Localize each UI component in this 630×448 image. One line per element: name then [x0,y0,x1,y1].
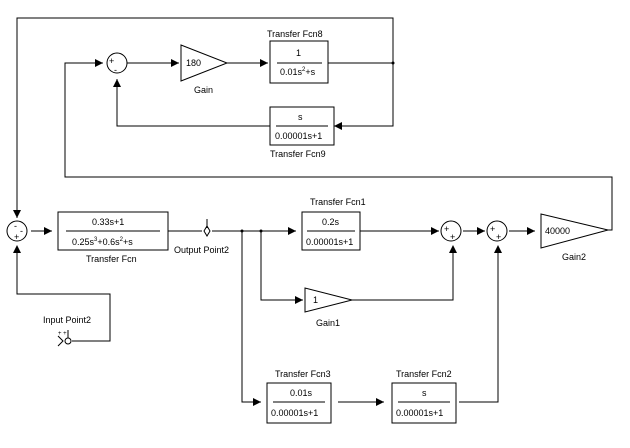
outer-feedback-line [64,62,613,231]
input-point[interactable]: Input Point2 + + [43,315,91,347]
sum-b-block[interactable]: + + [486,220,508,242]
block-text: - [14,221,17,231]
transfer-fcn-block[interactable]: 0.33s+1 0.25s3+0.6s2+s Transfer Fcn [57,211,169,264]
arrow-icon [295,296,303,304]
gain1-block[interactable]: 1 Gain1 [304,287,353,328]
block-text: + [490,224,495,234]
block-text: 1 [296,48,301,58]
arrow-icon [334,122,342,130]
block-text: 0.33s+1 [92,217,124,227]
transfer-fcn8-block[interactable]: Transfer Fcn8 1 0.01s2+s [267,29,329,84]
input-line [16,248,111,342]
top-feedback-line [16,17,394,218]
input-port-icon [64,337,72,345]
arrow-icon [477,227,485,235]
gain-block[interactable]: 180 Gain [180,44,229,95]
block-text: +s [123,237,133,247]
tf-label: Transfer Fcn [86,254,137,264]
tf1-label: Transfer Fcn1 [310,197,366,207]
block-text: + [444,224,449,234]
block-text: 3 [94,237,98,243]
block-text: 1 [313,295,318,305]
block-text: 0.00001s+1 [396,408,443,418]
output-port-icon [203,225,211,237]
block-text: 0.00001s+1 [275,131,322,141]
arrow-icon [113,79,121,87]
junction-dot [240,229,244,233]
svg-text:0.25s3+0.6s2+s: 0.25s3+0.6s2+s [72,237,133,247]
arrow-icon [13,245,21,253]
block-text: 180 [186,58,201,68]
gain1-output-line [352,248,454,301]
block-text: s [422,388,427,398]
arrow-icon [253,398,261,406]
block-text: 2 [120,237,124,243]
block-text: 0.2s [322,217,340,227]
tf2-output-line [459,248,499,403]
arrow-icon [44,227,52,235]
tf3-label: Transfer Fcn3 [275,369,331,379]
input-chevron-icon [57,335,64,347]
block-text: +0.6s [97,237,120,247]
transfer-fcn2-block[interactable]: Transfer Fcn2 s 0.00001s+1 [391,369,457,424]
input-point-label: Input Point2 [43,315,91,325]
gain1-label: Gain1 [316,318,340,328]
arrow-icon [449,245,457,253]
arrow-icon [431,227,439,235]
block-text: 2 [302,67,306,73]
block-text: + [109,56,114,66]
arrow-icon [13,210,21,218]
sum-main-block[interactable]: - + - [6,220,28,242]
svg-text:0.01s2+s: 0.01s2+s [280,67,316,77]
block-text: 0.01s [290,388,313,398]
block-text: 40000 [545,226,570,236]
arrow-icon [527,227,535,235]
arrow-icon [171,59,179,67]
block-text: +s [305,67,315,77]
block-text: + [14,232,19,242]
arrow-icon [494,245,502,253]
sum-a-block[interactable]: + + [440,220,462,242]
gain2-block[interactable]: 40000 Gain2 [540,213,609,262]
block-text: 0.25s [72,237,95,247]
gain-label: Gain [194,85,213,95]
block-text: + [496,232,501,242]
output-point[interactable]: Output Point2 [174,219,229,255]
block-text: 0.00001s+1 [306,237,353,247]
block-text: s [298,112,303,122]
signal-lines [16,17,613,403]
arrowheads [13,59,535,406]
arrow-icon [95,59,103,67]
sum-top-block[interactable]: + - [106,52,128,75]
transfer-fcn3-block[interactable]: Transfer Fcn3 0.01s 0.00001s+1 [266,369,332,424]
block-text: 0.00001s+1 [271,408,318,418]
tf2-label: Transfer Fcn2 [396,369,452,379]
arrow-icon [376,398,384,406]
tf8-label: Transfer Fcn8 [267,29,323,39]
junction-dot [391,61,395,65]
block-text: + + [58,331,67,337]
arrow-icon [260,59,268,67]
output-point-label: Output Point2 [174,245,229,255]
junction-dot [259,229,263,233]
arrow-icon [288,227,296,235]
tf3-input-line [241,231,261,403]
tf9-label: Transfer Fcn9 [270,149,326,159]
gain1-input-line [260,231,303,301]
tf9-output-line [116,79,270,127]
block-text: 0.01s [280,67,303,77]
tf9-input-line [334,63,394,127]
block-text: - [114,65,117,75]
gain2-label: Gain2 [562,252,586,262]
block-text: + [450,232,455,242]
transfer-fcn1-block[interactable]: Transfer Fcn1 0.2s 0.00001s+1 [301,197,366,251]
transfer-fcn9-block[interactable]: s 0.00001s+1 Transfer Fcn9 [269,106,335,159]
block-text: - [20,226,23,236]
